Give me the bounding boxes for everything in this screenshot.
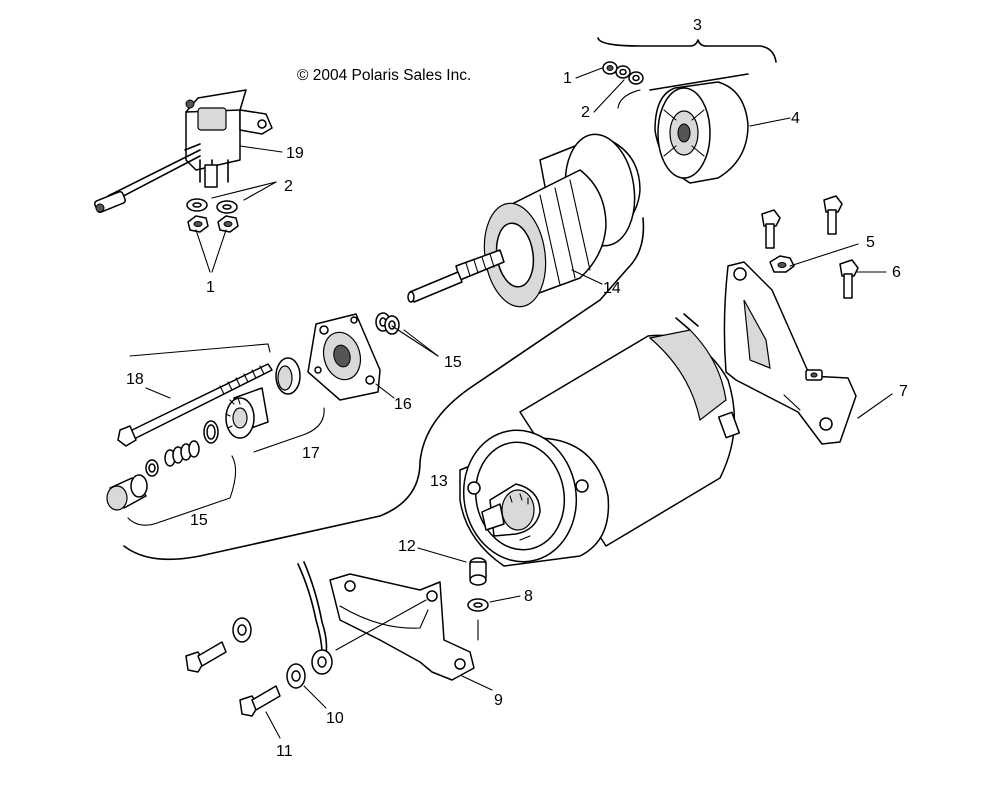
nut-part-1-top [602, 61, 618, 75]
callout-17: 17 [302, 445, 320, 462]
callout-14: 14 [603, 280, 621, 297]
bracket-line-13 [123, 299, 601, 561]
spring-rings-15 [145, 440, 200, 477]
bracket-line-18 [129, 343, 271, 357]
callout-7: 7 [899, 383, 908, 400]
bracket-line-15-bottom [127, 455, 237, 526]
washer-part-2-top [615, 65, 644, 85]
nut-part-1-left [187, 215, 239, 233]
starter-motor-part-13 [459, 313, 741, 567]
bracket-part-7 [723, 261, 857, 445]
bolt-part-12 [469, 557, 487, 586]
long-bolt-part-18 [117, 363, 273, 447]
sleeve-part-15 [106, 474, 148, 511]
nut-part-5 [769, 255, 795, 273]
end-plate-part-16 [307, 313, 381, 401]
callout-2-left: 2 [284, 178, 293, 195]
callout-16: 16 [394, 396, 412, 413]
bracket-line-17 [253, 407, 325, 453]
bolt-part-6 [839, 259, 859, 299]
washer-part-2-left [186, 198, 238, 214]
ground-wire [297, 561, 333, 675]
washer-part-15-mid [375, 312, 400, 335]
bolt-part-6-b [823, 195, 843, 235]
callout-13: 13 [430, 473, 448, 490]
bracket-line-14 [599, 217, 645, 301]
bolt-part-11-upper [185, 641, 227, 673]
callout-5: 5 [866, 234, 875, 251]
callout-1-top: 1 [563, 70, 572, 87]
leader-lines [145, 67, 893, 739]
callout-15-bottom: 15 [190, 512, 208, 529]
callout-4: 4 [791, 110, 800, 127]
callout-11: 11 [276, 743, 293, 760]
callout-8: 8 [524, 588, 533, 605]
callout-15-mid: 15 [444, 354, 462, 371]
washer-part-10 [286, 663, 306, 689]
armature-part-14 [407, 169, 607, 308]
callout-6: 6 [892, 264, 901, 281]
callout-12: 12 [398, 538, 416, 555]
copyright-text: © 2004 Polaris Sales Inc. [297, 67, 471, 84]
callout-3: 3 [693, 17, 702, 34]
wire-to-bracket-line [335, 599, 427, 651]
top-bracket-group-3 [597, 37, 777, 63]
washer-part-8 [467, 598, 489, 612]
callout-1-left: 1 [206, 279, 215, 296]
callout-10: 10 [326, 710, 344, 727]
lower-bracket-part-9 [329, 573, 475, 681]
bolt-part-6-a [761, 209, 781, 249]
clutch-part-17 [203, 357, 301, 444]
solenoid-part-19 [185, 89, 273, 188]
callout-9: 9 [494, 692, 503, 709]
bolt-part-11 [239, 685, 281, 717]
wire-harness [93, 143, 201, 214]
callout-labels: 1 2 3 4 19 2 1 5 6 14 15 16 18 17 7 13 1… [126, 17, 908, 760]
callout-18: 18 [126, 371, 144, 388]
wire-arc-top [617, 89, 641, 109]
callout-2-top: 2 [581, 104, 590, 121]
end-cap-part-4 [649, 73, 749, 184]
callout-19: 19 [286, 145, 304, 162]
washer-part-10-upper [232, 617, 252, 643]
